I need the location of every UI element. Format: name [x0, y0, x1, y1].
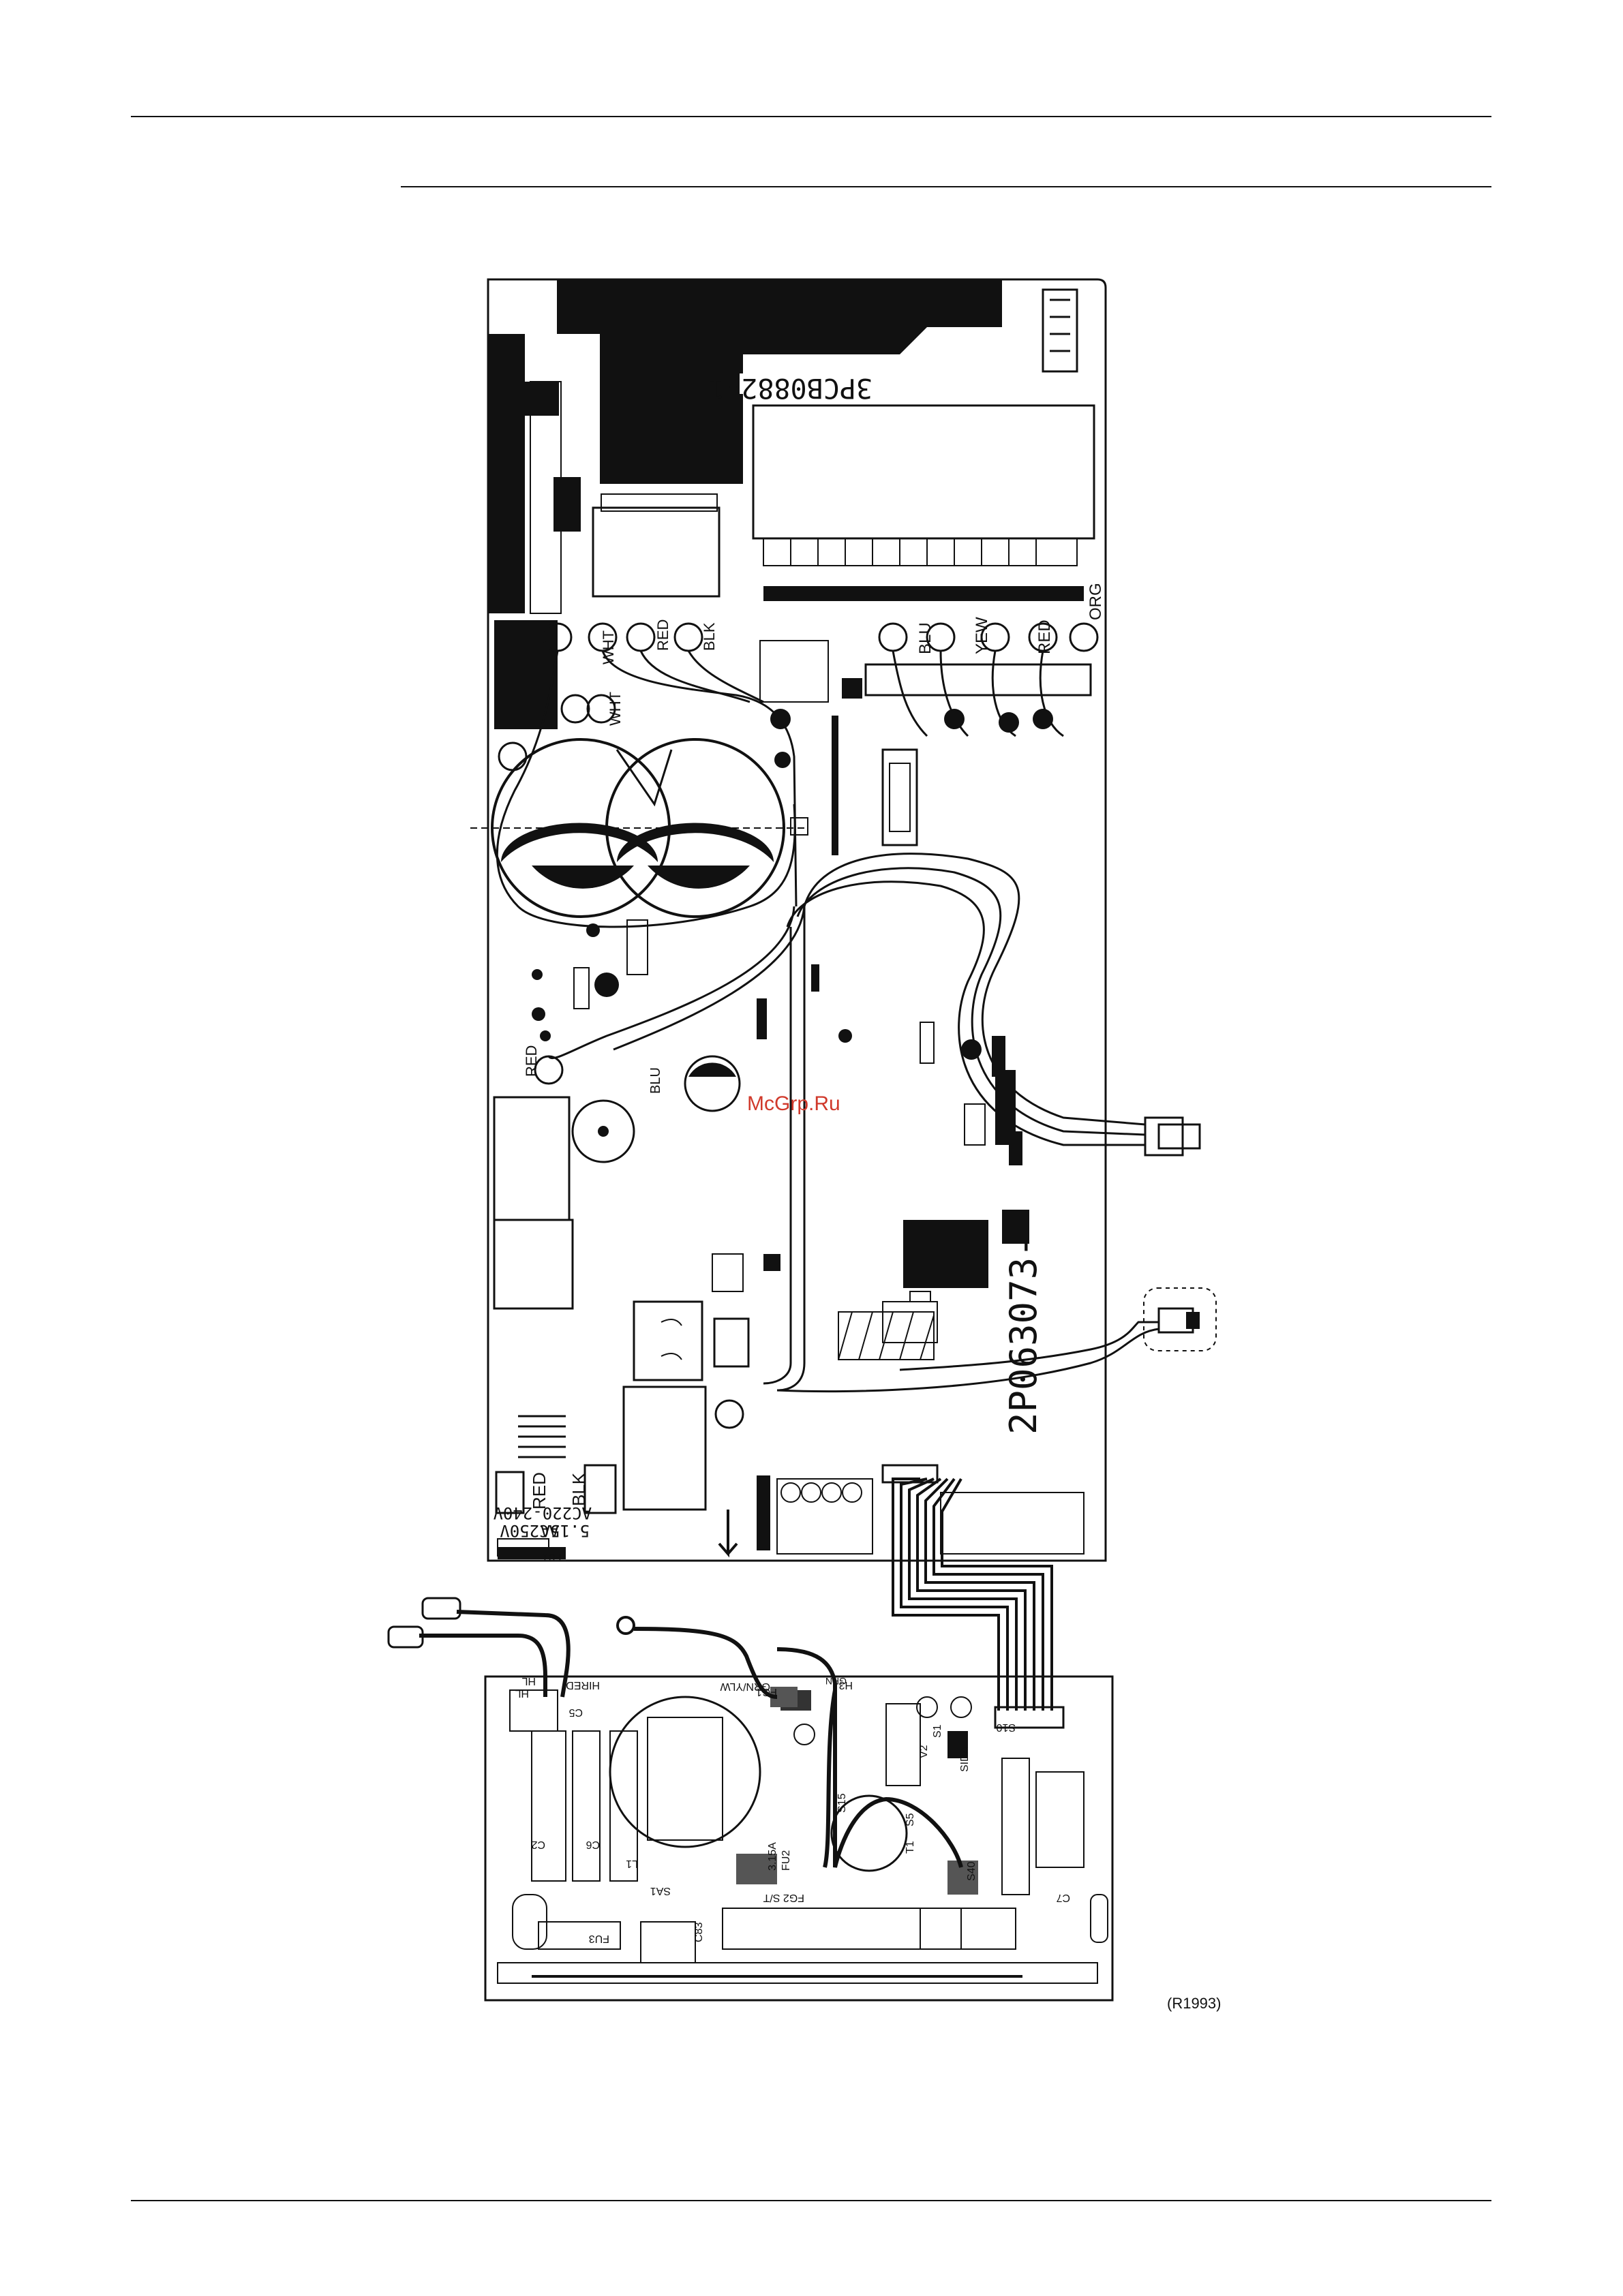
- sub-label-c2: C2: [531, 1839, 545, 1850]
- wire-label-wht: WHT: [600, 630, 617, 664]
- rating-current: 5.15A: [540, 1521, 590, 1540]
- wire-label-yew: YEW: [973, 617, 991, 654]
- sub-pcb: [389, 1598, 1112, 2000]
- sub-label-c7: C7: [1056, 1892, 1070, 1903]
- sub-label-c6: C6: [586, 1839, 600, 1850]
- board-part-number-side: 2P063073-: [1002, 1235, 1045, 1435]
- board-part-number-top: 3PCB0882-1: [708, 372, 873, 403]
- fuse-label-fu1: FU1: [542, 1551, 562, 1564]
- sub-label-s10: S10: [996, 1721, 1016, 1733]
- sub-label-sida: SIDA: [959, 1746, 971, 1772]
- sub-label-hl-2: HL: [521, 1675, 536, 1687]
- sub-label-c83: C83: [693, 1923, 705, 1942]
- sub-label-fuse-rating: 3.15A: [767, 1842, 778, 1871]
- figure-code: (R1993): [1167, 1995, 1221, 2012]
- sub-label-s40: S40: [966, 1861, 977, 1881]
- wire-label-wht-lower: WHT: [607, 692, 624, 726]
- sub-label-s15: S15: [836, 1793, 848, 1813]
- sub-label-fu3: FU3: [589, 1933, 609, 1944]
- sub-label-s1: S1: [932, 1724, 943, 1738]
- wire-label-blk-top: BLK: [701, 622, 718, 651]
- sub-label-grn: GRN: [825, 1676, 847, 1687]
- wire-label-red-top: RED: [654, 619, 671, 651]
- wire-label-red-right: RED: [1035, 619, 1054, 654]
- wire-label-blu: BLU: [916, 622, 935, 654]
- sub-label-s5: S5: [905, 1813, 916, 1826]
- sub-label-c5: C5: [568, 1706, 583, 1718]
- sub-label-hl-1: HL: [515, 1687, 529, 1699]
- sub-label-sa1: SA1: [650, 1885, 671, 1897]
- sub-label-l1: L1: [626, 1858, 638, 1869]
- sub-label-fg1: FG1: [756, 1686, 777, 1698]
- rating-ac220-240v: AC220-240V: [494, 1503, 592, 1522]
- watermark-text: McGrp.Ru: [747, 1092, 840, 1116]
- sub-label-t1: T1: [905, 1841, 916, 1854]
- sub-label-fu2: FU2: [780, 1850, 792, 1871]
- sub-label-fg2: FG2 S/T: [763, 1892, 804, 1903]
- wire-label-blk-bottom: BLK: [568, 1472, 589, 1506]
- sub-label-v2: V2: [918, 1745, 930, 1758]
- wire-label-red-lower: RED: [523, 1045, 540, 1077]
- wire-label-org: ORG: [1087, 583, 1105, 620]
- wire-label-blu-lower: BLU: [648, 1067, 663, 1094]
- sub-label-hired: HIRED: [566, 1679, 600, 1691]
